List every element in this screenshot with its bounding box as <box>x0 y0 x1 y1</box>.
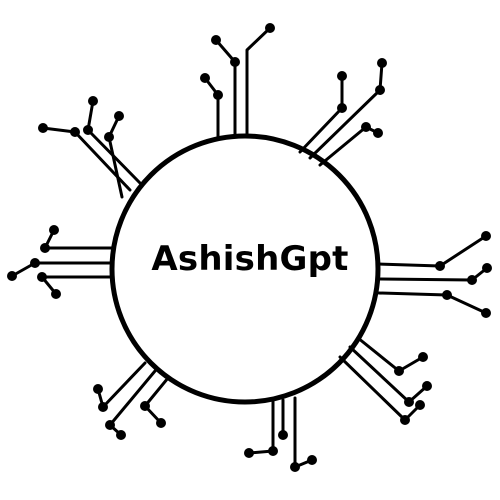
logo-text: AshishGpt <box>151 239 349 279</box>
